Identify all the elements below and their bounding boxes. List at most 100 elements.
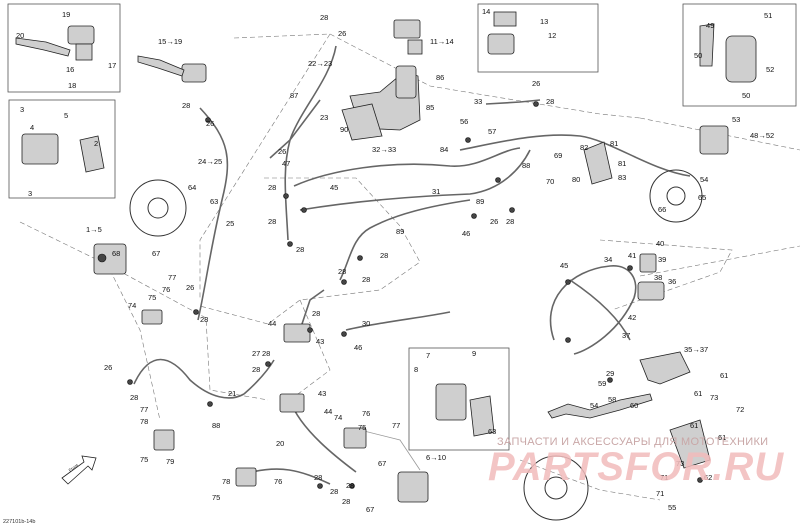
inset-box-lower-caliper (408, 347, 510, 451)
callout-c94: 27 (252, 349, 260, 358)
sensor-parts (141, 309, 367, 487)
callout-c86: 42 (628, 313, 636, 322)
callout-c80: 41 (628, 251, 636, 260)
callout-c36: 33 (474, 97, 482, 106)
dashed-guide (289, 299, 331, 401)
dashed-guide (233, 33, 641, 119)
callout-c48: 81 (618, 159, 626, 168)
callout-c19: 49 (706, 21, 714, 30)
callout-c22: 52 (766, 65, 774, 74)
callout-c51: 63 (210, 197, 218, 206)
callout-c7: 28 (320, 13, 328, 22)
master-cylinder-mid (137, 55, 207, 83)
callout-c17: 85 (426, 103, 434, 112)
callout-c89: 43 (316, 337, 324, 346)
brake-line (459, 134, 691, 177)
brake-line (299, 149, 531, 211)
callout-c115: 78 (140, 417, 148, 426)
callout-c72: 75 (148, 293, 156, 302)
callout-c110: 61 (694, 389, 702, 398)
brake-line (339, 199, 471, 281)
callout-c11: 23 (320, 113, 328, 122)
callout-c34: 28 (268, 183, 276, 192)
callout-c111: 73 (710, 393, 718, 402)
callout-c9: 22→23 (308, 59, 332, 68)
dashed-guide (109, 265, 269, 401)
callout-c71: 74 (128, 301, 136, 310)
callout-c2: 20 (16, 31, 24, 40)
caliper-rear-inset (699, 23, 757, 83)
callout-c24: 3 (20, 105, 24, 114)
dashed-guide (109, 269, 161, 421)
watermark-text: ЗАПЧАСТИ И АКСЕССУАРЫ ДЛЯ МОТОТЕХНИКИ (497, 436, 769, 448)
callout-c105: 8 (414, 365, 418, 374)
callout-c129: 76 (274, 477, 282, 486)
callout-c84: 45 (560, 261, 568, 270)
callout-c91: 30 (362, 319, 370, 328)
front-arrow-icon: Front (61, 455, 97, 485)
callout-c16: 86 (436, 73, 444, 82)
callout-c109: 60 (630, 401, 638, 410)
callout-c33: 47 (282, 159, 290, 168)
callout-c54: 67 (152, 249, 160, 258)
brake-line (197, 107, 229, 321)
callout-c32: 26 (278, 147, 286, 156)
callout-c99: 88 (212, 421, 220, 430)
callout-c114: 77 (140, 405, 148, 414)
brake-line (359, 429, 421, 471)
callout-c43: 48→52 (750, 131, 774, 140)
callout-c6: 15→19 (158, 37, 182, 46)
callout-c125: 28 (346, 481, 354, 490)
brake-line (569, 279, 631, 341)
callout-c107: 59 (598, 379, 606, 388)
caliper-rear-right (699, 125, 729, 155)
callout-c31: 24→25 (198, 157, 222, 166)
callout-c57: 31 (432, 187, 440, 196)
callout-c101: 44 (324, 407, 332, 416)
callout-c135: 55 (668, 503, 676, 512)
brake-line (299, 289, 325, 331)
callout-c44: 81 (610, 139, 618, 148)
callout-c120: 75 (358, 423, 366, 432)
callout-c40: 28 (546, 97, 554, 106)
callout-c130: 75 (212, 493, 220, 502)
brake-line (133, 358, 245, 399)
callout-c116: 75 (140, 455, 148, 464)
dashed-guide (639, 245, 800, 277)
callout-c35: 32→33 (372, 145, 396, 154)
callout-c47: 83 (618, 173, 626, 182)
inset-box-rear-caliper (682, 3, 797, 107)
callout-c41: 26 (532, 79, 540, 88)
callout-c55: 28 (268, 217, 276, 226)
callout-c123: 6→10 (426, 453, 446, 462)
master-cylinder-left (15, 25, 95, 61)
dashed-guide (519, 459, 661, 501)
callout-c65: 46 (462, 229, 470, 238)
callout-c141: 61 (718, 433, 726, 442)
callout-c30: 26 (206, 119, 214, 128)
callout-c74: 28 (200, 315, 208, 324)
callout-c118: 20 (276, 439, 284, 448)
callout-c53: 68 (112, 249, 120, 258)
callout-c100: 43 (318, 389, 326, 398)
callout-c62: 88 (522, 161, 530, 170)
callout-c5: 18 (68, 81, 76, 90)
callout-c38: 57 (488, 127, 496, 136)
callout-c103: 7 (426, 351, 430, 360)
callout-c79: 40 (656, 239, 664, 248)
inset-box-handlebar-left (7, 3, 121, 93)
brake-line (549, 265, 637, 355)
brake-line (485, 99, 541, 105)
callout-c104: 9 (472, 349, 476, 358)
callout-c96: 26 (104, 363, 112, 372)
brake-line (345, 311, 451, 331)
callout-c8: 26 (338, 29, 346, 38)
callout-c112: 72 (736, 405, 744, 414)
callout-c56: 45 (330, 183, 338, 192)
dashed-guide (199, 33, 331, 300)
callout-c60: 69 (554, 151, 562, 160)
callout-c52: 25 (226, 219, 234, 228)
rear-master-cylinder (637, 253, 665, 301)
master-cylinder-right (487, 11, 517, 55)
